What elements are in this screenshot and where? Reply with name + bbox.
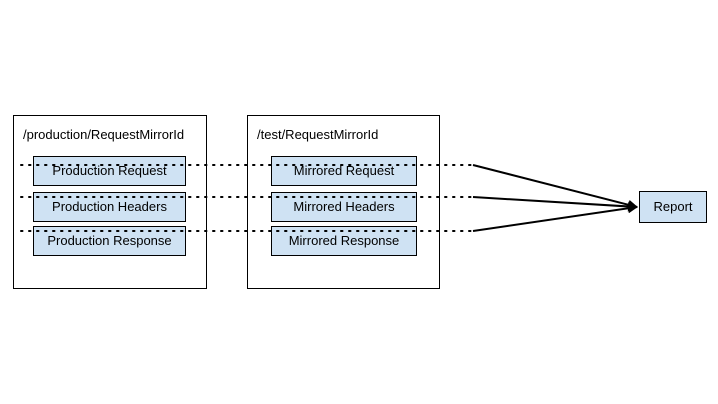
production-panel-title: /production/RequestMirrorId <box>23 127 185 142</box>
test-panel-title: /test/RequestMirrorId <box>257 127 379 142</box>
mirrored-request-box: Mirrored Request <box>271 156 417 186</box>
production-request-box: Production Request <box>33 156 186 186</box>
production-response-box: Production Response <box>33 226 186 256</box>
report-box: Report <box>639 191 707 223</box>
request-arrow <box>472 164 638 210</box>
headers-arrow <box>472 196 638 212</box>
mirrored-response-box: Mirrored Response <box>271 226 417 256</box>
response-arrow <box>472 203 638 232</box>
production-headers-box: Production Headers <box>33 192 186 222</box>
mirrored-headers-box: Mirrored Headers <box>271 192 417 222</box>
